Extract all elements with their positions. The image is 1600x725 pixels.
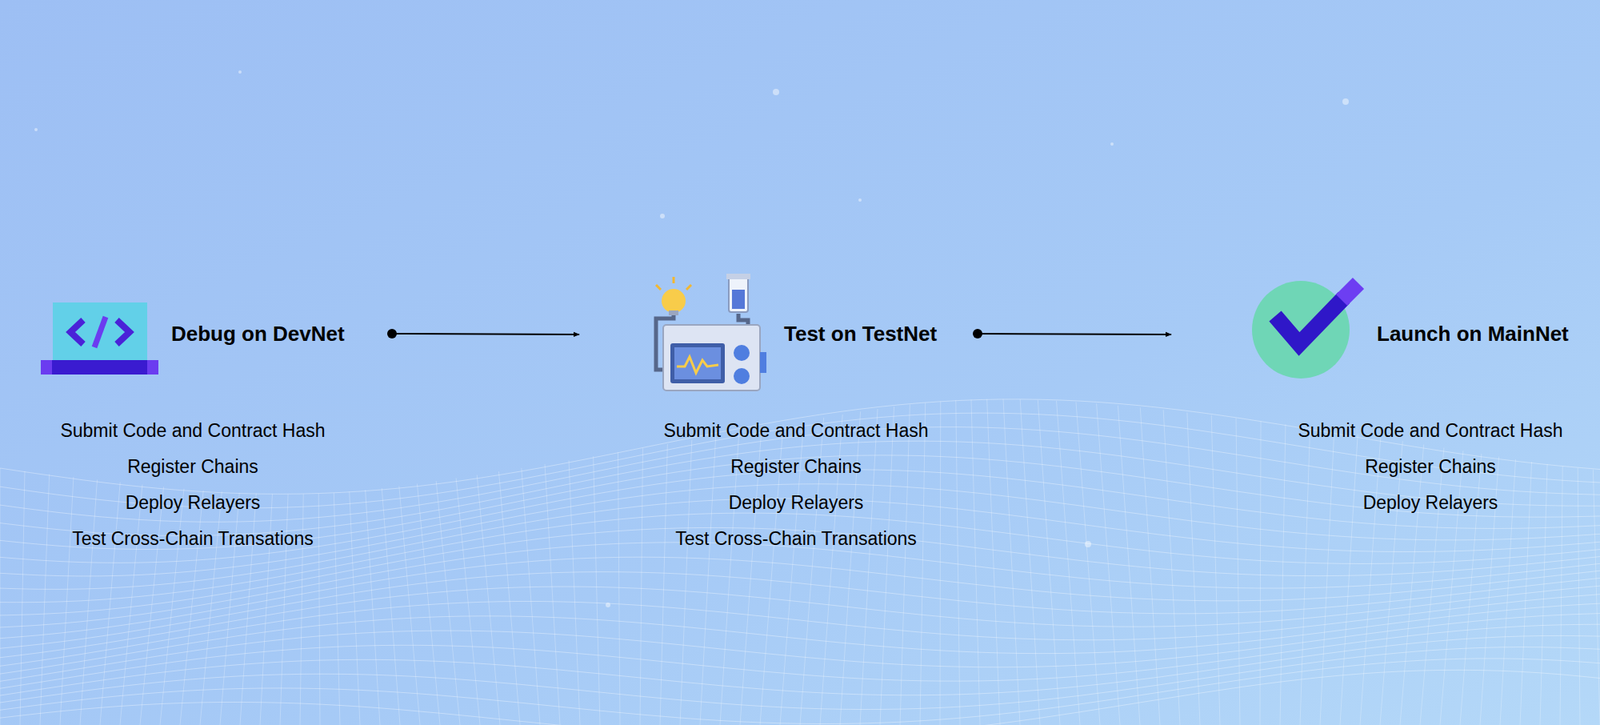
step-list: Submit Code and Contract HashRegister Ch…: [60, 412, 325, 557]
step-item: Register Chains: [1297, 448, 1563, 485]
code-laptop-icon: [40, 302, 159, 375]
stage-node: Test on TestNetSubmit Code and Contract …: [584, 264, 974, 562]
step-item: Register Chains: [60, 448, 325, 485]
stage-node: Launch on MainNetSubmit Code and Contrac…: [1176, 264, 1596, 526]
stage-arrow: [387, 328, 580, 339]
stage-title: Launch on MainNet: [1376, 320, 1569, 347]
arrow-line: [977, 333, 1172, 335]
step-item: Deploy Relayers: [1297, 484, 1563, 521]
sparkles: [34, 70, 1349, 608]
step-list: Submit Code and Contract HashRegister Ch…: [1297, 412, 1563, 521]
test-machine-icon: [656, 273, 767, 391]
step-item: Submit Code and Contract Hash: [60, 412, 325, 449]
step-list: Submit Code and Contract HashRegister Ch…: [663, 412, 928, 557]
arrow-line: [392, 333, 580, 335]
arrow-dot: [972, 328, 983, 339]
stage-node: Debug on DevNetSubmit Code and Contract …: [32, 264, 388, 562]
step-item: Register Chains: [663, 448, 928, 485]
stage-arrow: [972, 328, 1172, 339]
step-item: Test Cross-Chain Transations: [663, 520, 928, 557]
step-item: Deploy Relayers: [60, 484, 325, 521]
stage-title: Test on TestNet: [784, 320, 937, 347]
step-item: Submit Code and Contract Hash: [1297, 412, 1563, 449]
wave-mesh: [0, 399, 1600, 725]
check-icon: [1252, 280, 1359, 379]
stage-title: Debug on DevNet: [171, 320, 345, 347]
step-item: Submit Code and Contract Hash: [663, 412, 928, 449]
step-item: Test Cross-Chain Transations: [60, 520, 325, 557]
step-item: Deploy Relayers: [663, 484, 928, 521]
arrow-dot: [387, 328, 397, 339]
